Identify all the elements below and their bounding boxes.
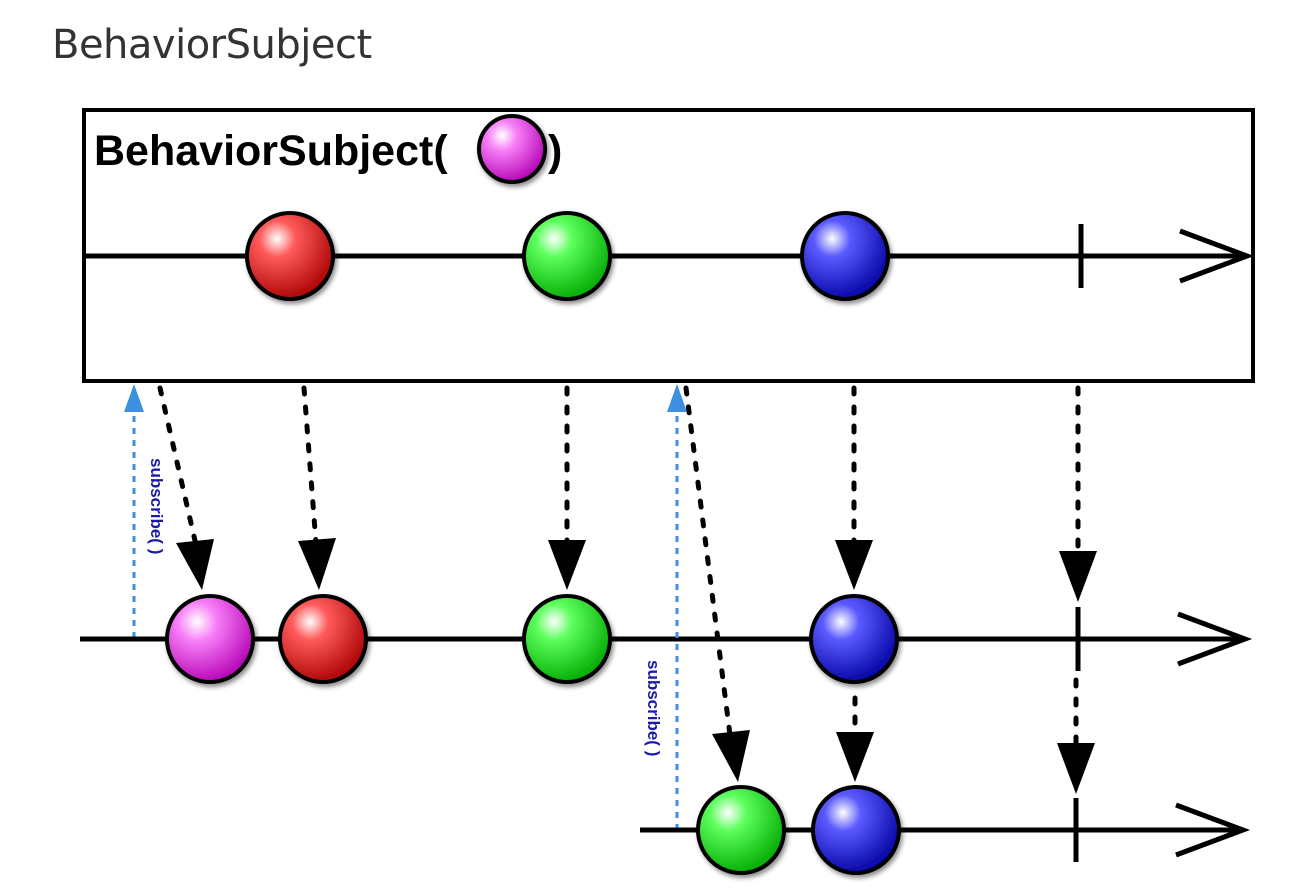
timeline-arrowhead <box>1177 611 1253 667</box>
arrowhead <box>176 539 214 590</box>
arrowhead <box>667 384 687 412</box>
marble-magenta <box>165 594 255 684</box>
arrowhead <box>712 730 750 782</box>
box-title-suffix: ) <box>548 127 562 175</box>
arrowhead <box>548 540 586 590</box>
emission-arrows-2 <box>683 385 1095 794</box>
subscriber-2-timeline <box>640 785 1251 875</box>
subscribe-label: subscribe( ) <box>147 458 166 554</box>
arrowhead <box>124 384 144 412</box>
marble-blue <box>800 211 890 301</box>
timeline-arrowhead <box>1175 802 1251 858</box>
marble-blue <box>809 594 899 684</box>
subscribe-arrow-2: subscribe( ) <box>644 384 687 830</box>
marble-blue <box>811 785 901 875</box>
subscribe-arrow-1: subscribe( ) <box>124 384 166 638</box>
arrowhead <box>835 540 873 590</box>
marble-green <box>522 211 612 301</box>
marble-green <box>522 594 612 684</box>
arrowhead <box>1057 743 1095 794</box>
initial-value-marble <box>477 114 547 184</box>
subject-timeline <box>84 211 1255 301</box>
marble-red <box>278 594 368 684</box>
marble-red <box>245 211 335 301</box>
arrowhead <box>298 538 336 590</box>
subscribe-label: subscribe( ) <box>644 660 663 756</box>
marble-green <box>696 785 786 875</box>
arrowhead <box>836 732 874 782</box>
subscriber-1-timeline <box>80 594 1253 684</box>
timeline-arrowhead <box>1179 228 1255 284</box>
emission-arrows-1 <box>157 385 1097 602</box>
box-title-prefix: BehaviorSubject( <box>94 127 448 175</box>
page-title: BehaviorSubject <box>52 22 372 68</box>
arrowhead <box>1059 551 1097 602</box>
